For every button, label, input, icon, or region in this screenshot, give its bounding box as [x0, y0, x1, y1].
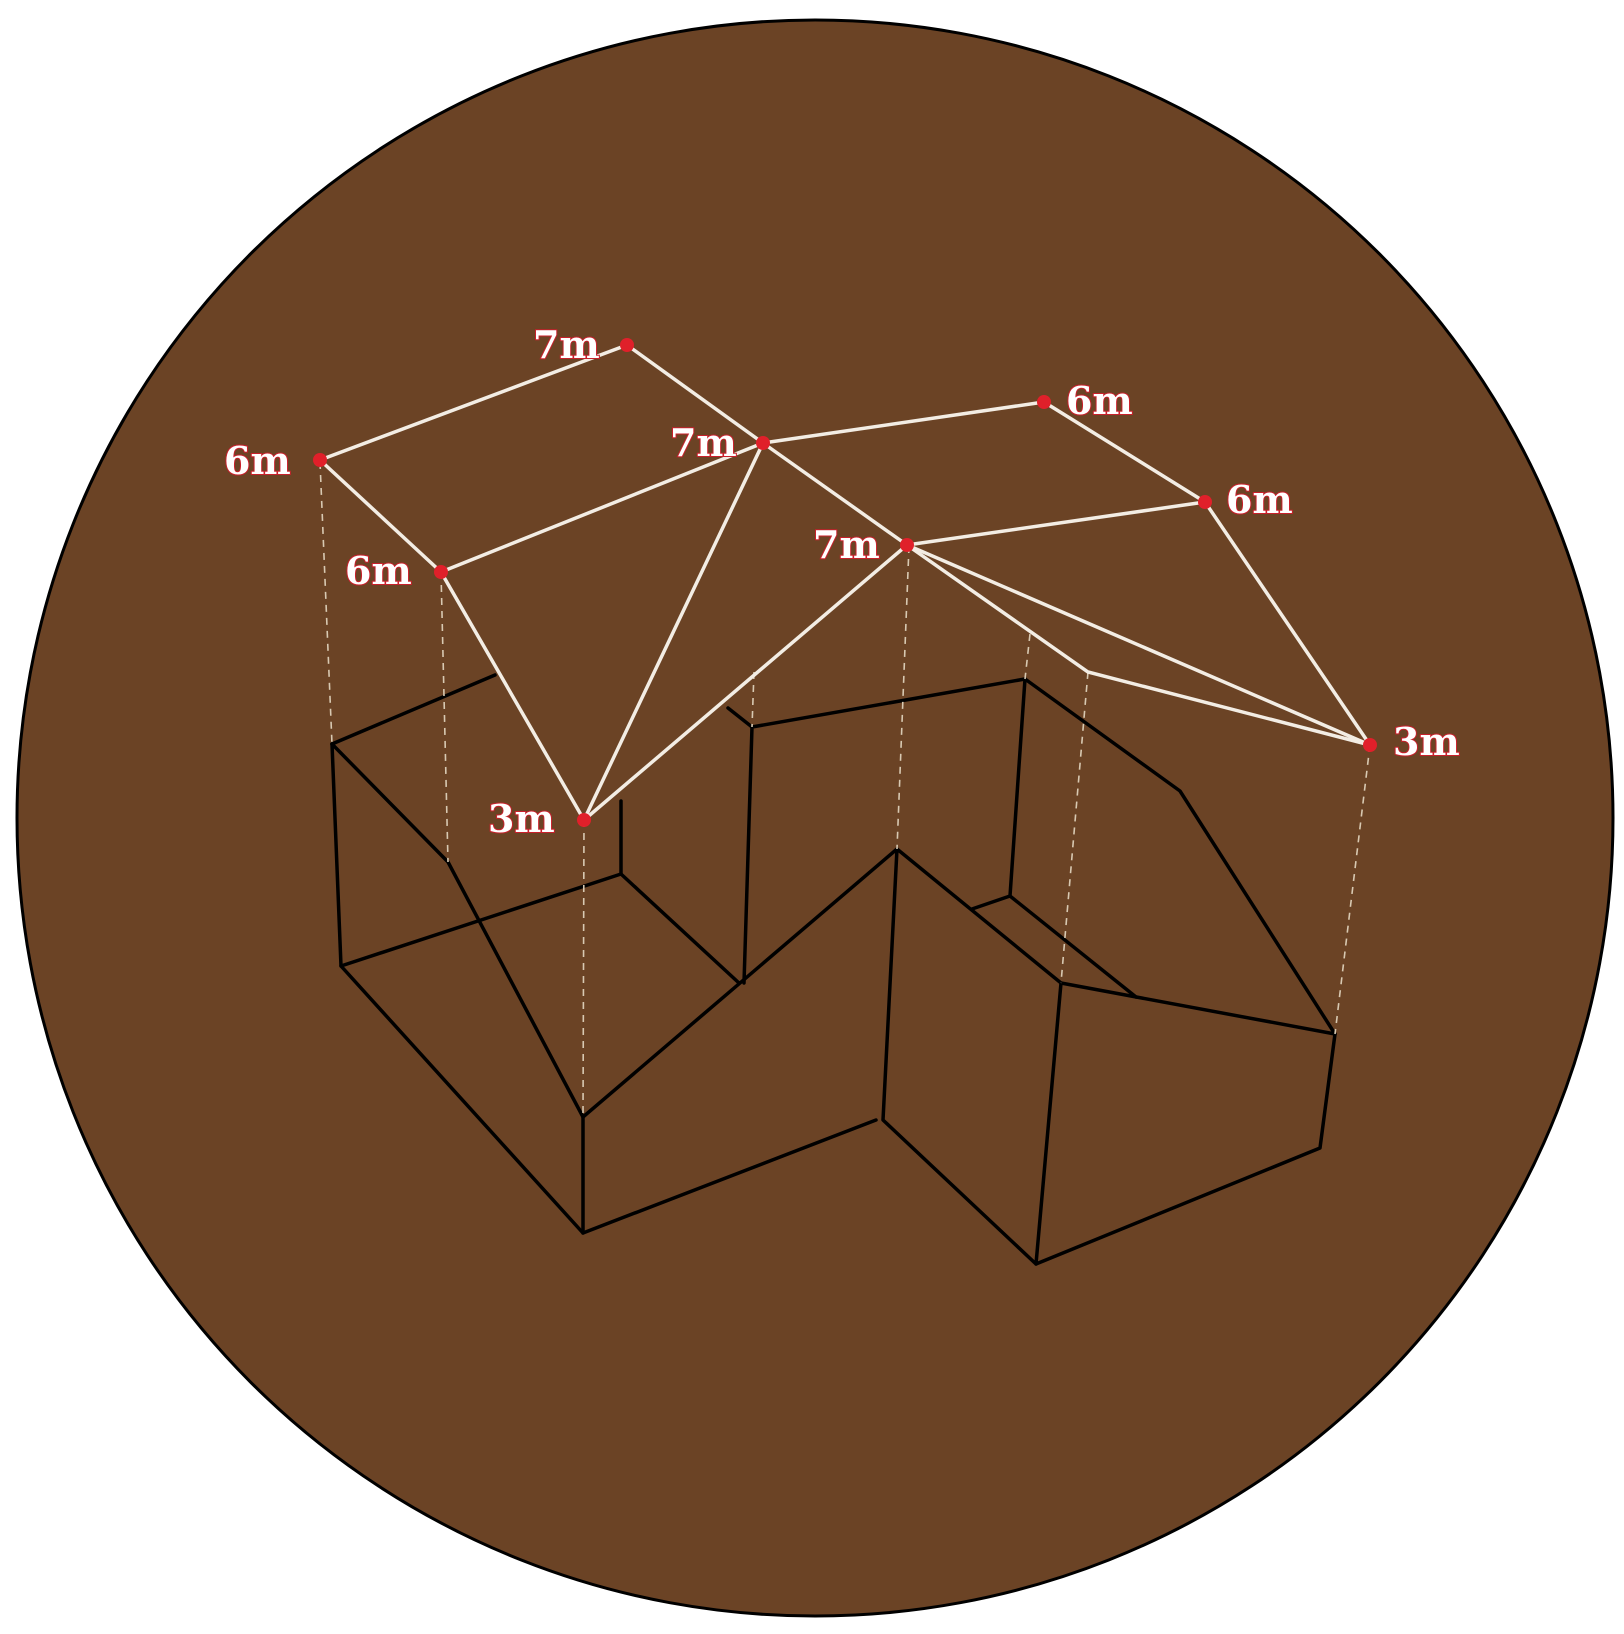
background-disc: [17, 20, 1613, 1616]
guide-line: [583, 820, 584, 1117]
height-label-bottom-left: 3m: [488, 796, 555, 841]
height-label-bottom-right: 3m: [1393, 719, 1460, 764]
height-label-top-center: 7m: [533, 322, 600, 367]
height-label-right-mid: 6m: [1226, 477, 1293, 522]
height-point: [1363, 738, 1377, 752]
height-point: [900, 538, 914, 552]
height-label-center-right: 7m: [813, 522, 880, 567]
height-point: [1037, 395, 1051, 409]
height-point: [620, 338, 634, 352]
height-point: [434, 565, 448, 579]
height-label-center: 7m: [670, 420, 737, 465]
height-point: [577, 813, 591, 827]
height-label-right-top: 6m: [1066, 378, 1133, 423]
height-point: [1198, 495, 1212, 509]
height-label-left-top: 6m: [224, 438, 291, 483]
height-label-left-mid: 6m: [345, 548, 412, 593]
height-point: [756, 436, 770, 450]
height-point: [313, 453, 327, 467]
